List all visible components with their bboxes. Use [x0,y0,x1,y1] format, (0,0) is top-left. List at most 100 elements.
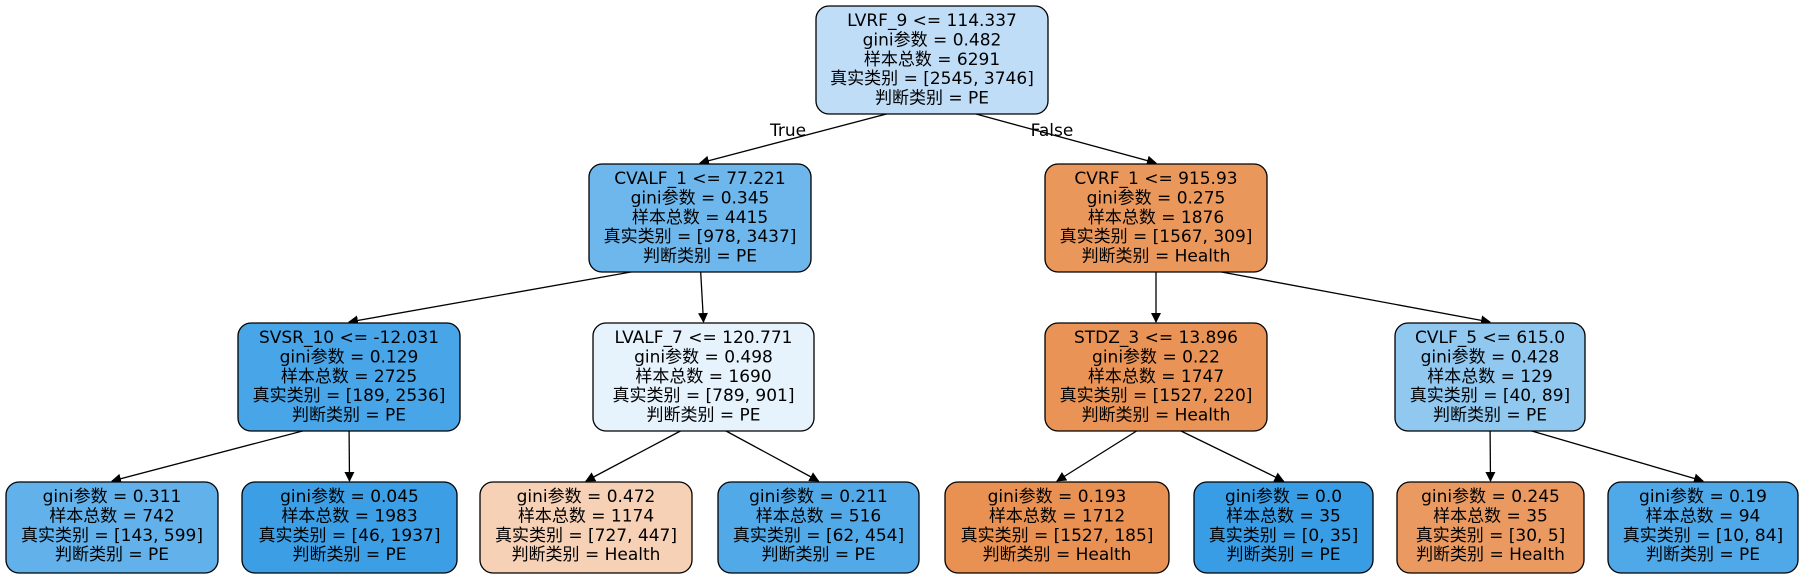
edge-n0-to-n2 [972,112,1157,166]
edge-n2-to-n6 [1216,270,1491,326]
node-line: 真实类别 = [2545, 3746] [830,69,1034,89]
node-line: 判断类别 = Health [1416,545,1565,565]
node-line: 真实类别 = [727, 447] [495,526,677,546]
node-box [1193,481,1374,574]
node-line: gini参数 = 0.193 [988,487,1127,507]
node-box [241,481,458,574]
node-line: 真实类别 = [189, 2536] [253,386,446,406]
node-box [1394,322,1586,432]
edge-n6-to-n14 [1528,429,1704,484]
node-box [1044,322,1268,432]
node-line: gini参数 = 0.0 [1225,487,1342,507]
node-box [592,322,815,432]
node-line: 样本总数 = 1747 [1088,367,1224,387]
node-box [717,481,920,574]
node-line: 判断类别 = PE [643,247,757,267]
node-box [5,481,219,574]
node-line: SVSR_10 <= -12.031 [259,328,439,348]
node-line: 真实类别 = [0, 35] [1209,526,1359,546]
node-line: 样本总数 = 129 [1427,367,1553,387]
node-line: 样本总数 = 2725 [281,367,417,387]
edge-n5-to-n12 [1178,429,1285,482]
node-line: 样本总数 = 4415 [632,208,768,228]
node-line: gini参数 = 0.498 [634,347,773,367]
node-box [944,481,1170,574]
node-line: 真实类别 = [1567, 309] [1060,227,1253,247]
node-line: 真实类别 = [978, 3437] [604,227,797,247]
edge-n1-to-n3 [348,270,637,326]
edge-n5-to-n11 [1056,429,1139,482]
node-line: 样本总数 = 1712 [989,506,1125,526]
node-line: 真实类别 = [30, 5] [1416,526,1566,546]
node-line: 真实类别 = [1527, 220] [1060,386,1253,406]
node-line: gini参数 = 0.22 [1092,347,1220,367]
node-line: 样本总数 = 516 [756,506,882,526]
node-line: 样本总数 = 1876 [1088,208,1224,228]
node-line: 真实类别 = [1527, 185] [961,526,1154,546]
edge-n4-to-n9 [585,429,683,482]
node-line: 样本总数 = 94 [1646,506,1761,526]
node-line: gini参数 = 0.345 [631,188,770,208]
node-box [479,481,693,574]
node-box [1044,163,1268,273]
edge-n4-to-n10 [723,429,820,482]
node-line: 判断类别 = PE [761,545,875,565]
node-box [815,5,1049,115]
node-line: 判断类别 = Health [1082,247,1231,267]
node-box [1396,481,1585,574]
node-line: CVALF_1 <= 77.221 [614,169,785,189]
node-line: gini参数 = 0.275 [1087,188,1226,208]
node-line: LVRF_9 <= 114.337 [847,11,1017,31]
node-line: 判断类别 = PE [1646,545,1760,565]
node-line: 真实类别 = [789, 901] [612,386,794,406]
node-line: gini参数 = 0.211 [749,487,888,507]
node-line: gini参数 = 0.472 [517,487,656,507]
node-line: 真实类别 = [62, 454] [733,526,904,546]
node-line: 真实类别 = [10, 84] [1623,526,1783,546]
node-box [588,163,812,273]
edge-n0-to-n1 [699,112,891,166]
node-line: CVRF_1 <= 915.93 [1074,169,1237,189]
node-line: 真实类别 = [46, 1937] [258,526,440,546]
edges-layer: True False [111,112,1704,484]
node-line: 判断类别 = PE [55,545,169,565]
node-line: gini参数 = 0.045 [280,487,419,507]
edge-label-false: False [1031,121,1074,141]
node-line: 判断类别 = PE [292,406,406,426]
node-box [1607,481,1799,574]
node-line: gini参数 = 0.245 [1421,487,1560,507]
edge-label-true: True [769,121,806,141]
node-line: gini参数 = 0.19 [1639,487,1767,507]
node-line: 样本总数 = 6291 [864,50,1000,70]
node-line: 判断类别 = Health [512,545,661,565]
node-line: 判断类别 = Health [1082,406,1231,426]
node-line: 样本总数 = 742 [49,506,175,526]
node-line: gini参数 = 0.482 [863,30,1002,50]
node-line: 判断类别 = Health [983,545,1132,565]
node-line: 样本总数 = 1983 [281,506,417,526]
node-line: gini参数 = 0.129 [280,347,419,367]
node-line: 判断类别 = PE [1226,545,1340,565]
node-line: 样本总数 = 1690 [635,367,771,387]
node-line: 样本总数 = 35 [1433,506,1548,526]
node-line: 样本总数 = 35 [1226,506,1341,526]
node-line: STDZ_3 <= 13.896 [1074,328,1238,348]
node-line: gini参数 = 0.311 [43,487,182,507]
node-line: 判断类别 = PE [646,406,760,426]
node-line: 判断类别 = PE [1433,406,1547,426]
node-line: 真实类别 = [143, 599] [21,526,203,546]
node-line: LVALF_7 <= 120.771 [615,328,793,348]
